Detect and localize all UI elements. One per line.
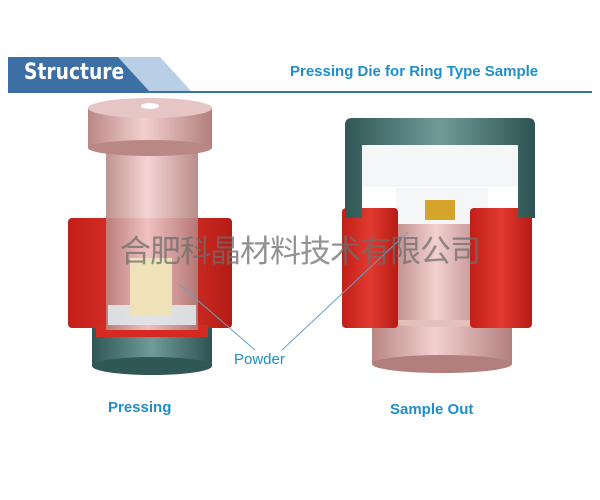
sample-out-die-illustration <box>342 118 535 373</box>
ring-sample <box>425 200 455 220</box>
pressing-caption: Pressing <box>108 399 172 416</box>
header-underline <box>8 91 592 93</box>
powder-leader-line-right <box>281 231 409 351</box>
watermark: 合肥科晶材料技术有限公司 <box>120 234 481 270</box>
section-label: Structure <box>24 60 125 85</box>
pressing-die-illustration <box>68 98 232 375</box>
powder-sample <box>130 258 172 316</box>
powder-leader-line-left <box>179 284 256 351</box>
powder-label: Powder <box>234 351 285 368</box>
header-accent-stripe <box>118 57 192 92</box>
receiving-cup <box>345 118 535 218</box>
die-sleeve-right <box>470 208 532 328</box>
sample-out-caption: Sample Out <box>390 401 474 418</box>
header-label-box <box>8 57 150 92</box>
section-header <box>8 57 592 93</box>
diagram-title: Pressing Die for Ring Type Sample <box>290 63 539 80</box>
